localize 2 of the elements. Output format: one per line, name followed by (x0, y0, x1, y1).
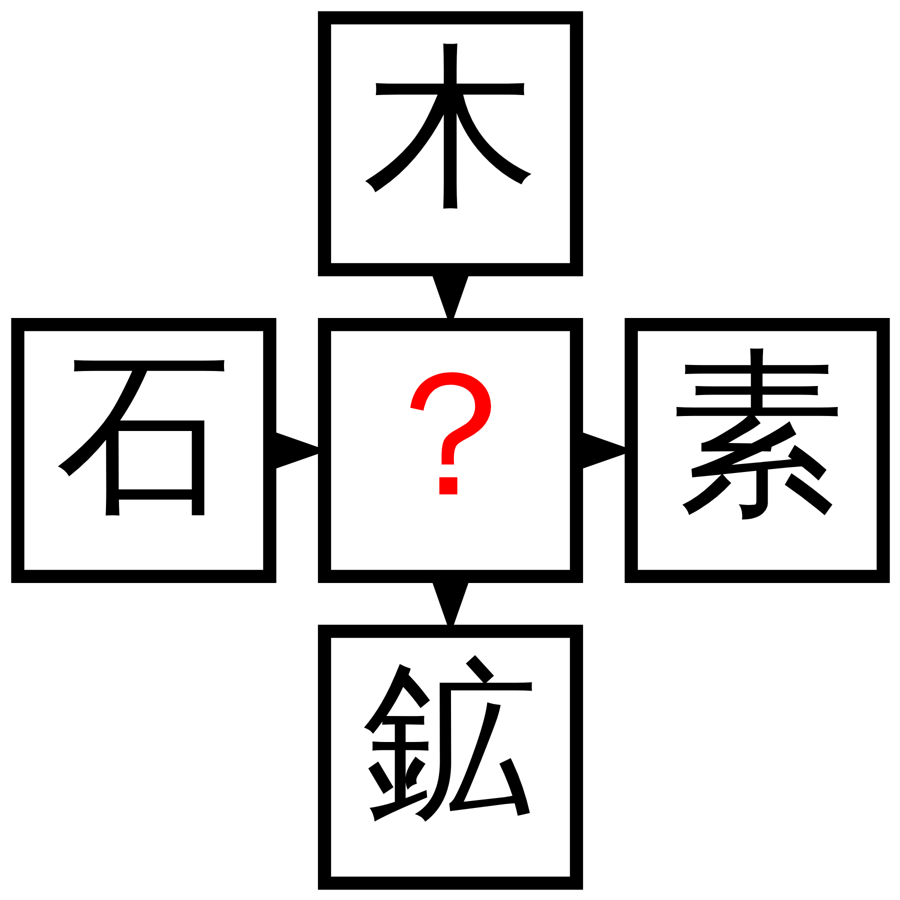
node-box: 鉱 (317, 624, 583, 890)
node-box: 素 (624, 317, 890, 583)
